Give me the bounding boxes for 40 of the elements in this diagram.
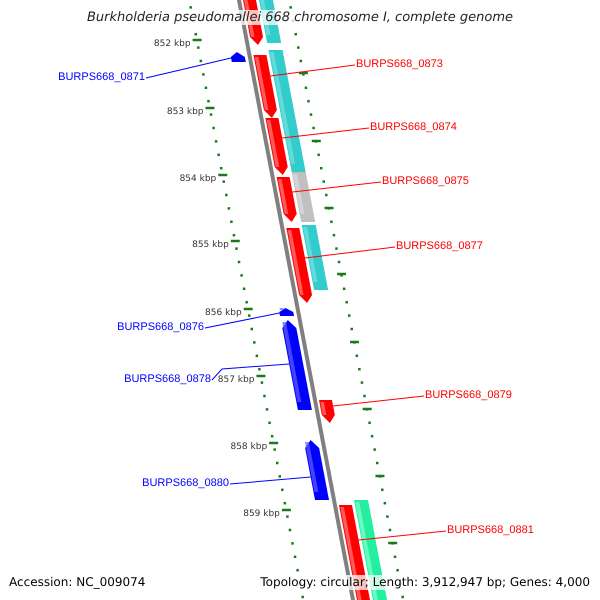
gene-feature bbox=[265, 118, 288, 175]
leader-line bbox=[230, 476, 312, 484]
gene-label: BURPS668_0881 bbox=[447, 524, 534, 536]
leader-line bbox=[282, 128, 370, 138]
gene-feature bbox=[292, 172, 316, 222]
gene-feature bbox=[304, 440, 329, 500]
map-info-text: Topology: circular; Length: 3,912,947 bp; Genes: 4,000 bbox=[260, 575, 590, 590]
gene-label: BURPS668_0871 bbox=[58, 70, 145, 84]
map-title: Burkholderia pseudomallei 668 chromosome I, complete genome bbox=[84, 10, 516, 25]
scale-label: 854 kbp bbox=[180, 174, 216, 185]
leader-line bbox=[270, 64, 356, 76]
leader-line bbox=[204, 312, 280, 328]
leader-line bbox=[292, 182, 382, 192]
scale-label: 855 kbp bbox=[192, 240, 229, 251]
scale-label: 852 kbp bbox=[154, 39, 191, 50]
gene-label: BURPS668_0880 bbox=[142, 476, 229, 490]
gene-label: BURPS668_0874 bbox=[370, 120, 457, 134]
leader-line bbox=[304, 246, 396, 258]
scale-label: 858 kbp bbox=[230, 442, 268, 453]
scale-label: 859 kbp bbox=[243, 509, 280, 520]
gene-label: BURPS668_0878 bbox=[124, 372, 211, 386]
scale-label: 853 kbp bbox=[166, 107, 204, 118]
gene-feature bbox=[319, 400, 335, 423]
gene-feature bbox=[282, 320, 312, 410]
gene-feature bbox=[276, 177, 297, 222]
leader-line bbox=[332, 396, 424, 406]
gene-label: BURPS668_0879 bbox=[425, 388, 512, 402]
gene-feature bbox=[279, 308, 294, 316]
gene-label: BURPS668_0875 bbox=[382, 174, 469, 188]
gene-label: BURPS668_0877 bbox=[396, 240, 483, 252]
gene-label: BURPS668_0873 bbox=[356, 58, 443, 70]
leader-line bbox=[212, 364, 290, 380]
scale-label: 857 kbp bbox=[218, 375, 254, 386]
map-info-text: Accession: NC_009074 bbox=[9, 575, 146, 590]
gene-feature bbox=[230, 52, 246, 62]
leader-line bbox=[146, 58, 232, 78]
gene-feature bbox=[302, 225, 328, 290]
gene-label: BURPS668_0876 bbox=[117, 320, 204, 334]
leader-line bbox=[358, 530, 446, 540]
scale-label: 856 kbp bbox=[205, 308, 242, 319]
